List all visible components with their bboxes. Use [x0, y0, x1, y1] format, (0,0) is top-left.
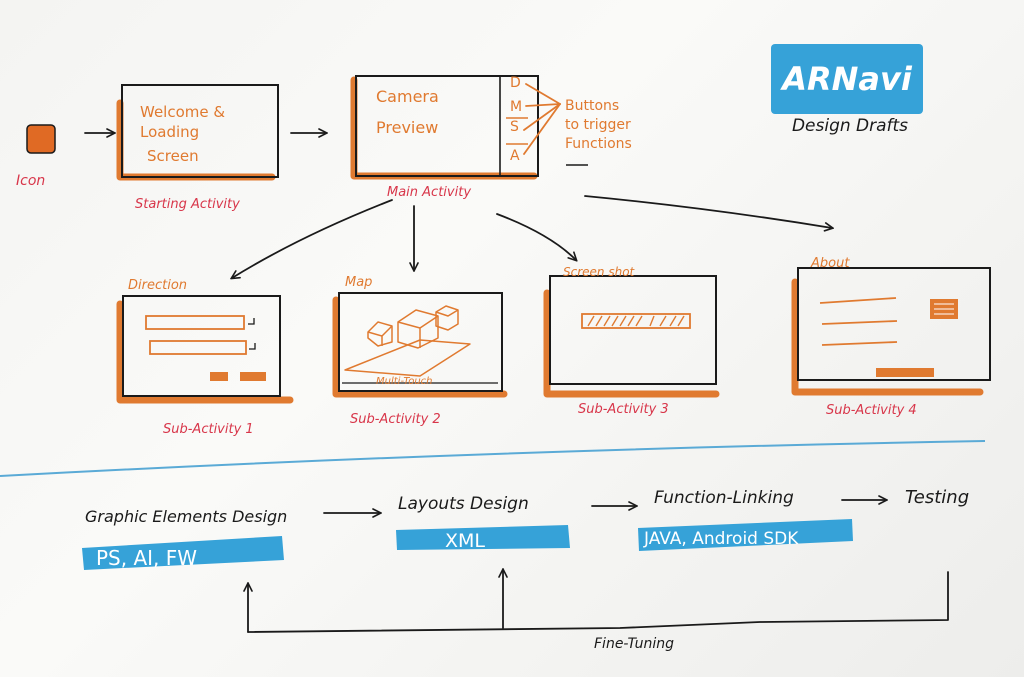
- step-testing: Testing: [905, 487, 969, 508]
- map-inner-label: Multi-Touch: [376, 376, 433, 387]
- main-button-m[interactable]: M: [510, 99, 522, 115]
- arrow-main-to-screenshot: [496, 213, 576, 260]
- icon-label: Icon: [16, 173, 45, 189]
- annotation-pointer-lines: [523, 83, 561, 155]
- tool-layouts-label: XML: [445, 530, 485, 552]
- sub-activity-direction-frame: [116, 295, 294, 404]
- main-caption: Main Activity: [387, 185, 471, 200]
- direction-caption: Sub-Activity 1: [163, 422, 254, 437]
- map-caption: Sub-Activity 2: [350, 412, 441, 427]
- tool-function-label: JAVA, Android SDK: [643, 529, 799, 549]
- tool-tag-layouts: XML: [396, 525, 570, 552]
- tool-graphics-label: PS, AI, FW: [96, 546, 197, 570]
- main-line-1: Camera: [376, 87, 439, 106]
- main-button-s[interactable]: S: [510, 119, 519, 135]
- tool-tag-function: JAVA, Android SDK: [638, 519, 853, 551]
- tool-tag-graphics: PS, AI, FW: [82, 536, 284, 570]
- sub-activity-screenshot-frame: [543, 275, 720, 398]
- logo-subtitle: Design Drafts: [792, 116, 908, 136]
- map-title: Map: [345, 275, 372, 290]
- main-line-2: Preview: [376, 118, 438, 137]
- main-button-a[interactable]: A: [510, 148, 520, 164]
- feedback-loop: [247, 571, 949, 633]
- step-layouts-design: Layouts Design: [398, 494, 529, 514]
- annotation-line-3: Functions: [565, 136, 632, 152]
- starting-line-3: Screen: [147, 147, 199, 165]
- feedback-label: Fine-Tuning: [594, 636, 674, 652]
- step-function-linking: Function-Linking: [654, 488, 794, 508]
- section-divider: [0, 440, 986, 477]
- about-caption: Sub-Activity 4: [826, 403, 917, 418]
- sub-activity-map-frame: [332, 292, 508, 398]
- starting-line-1: Welcome &: [140, 103, 225, 121]
- annotation-line-2: to trigger: [565, 117, 631, 133]
- app-icon: [26, 124, 56, 154]
- about-title: About: [810, 256, 850, 271]
- arrow-main-to-direction: [232, 199, 393, 278]
- direction-title: Direction: [128, 278, 187, 293]
- starting-line-2: Loading: [140, 123, 199, 141]
- annotation-line-1: Buttons: [565, 98, 619, 114]
- arnavi-logo: ARNavi: [771, 44, 923, 114]
- screenshot-caption: Sub-Activity 3: [578, 402, 669, 417]
- starting-caption: Starting Activity: [135, 197, 240, 212]
- arrow-main-to-about: [584, 195, 832, 228]
- main-activity-frame: [350, 75, 539, 180]
- main-button-d[interactable]: D: [510, 75, 521, 91]
- sub-activity-about-frame: [791, 267, 991, 396]
- screenshot-title: Screen shot: [563, 265, 636, 279]
- logo-title: ARNavi: [779, 60, 913, 98]
- step-graphic-design: Graphic Elements Design: [85, 507, 287, 526]
- starting-activity-frame: [116, 84, 279, 181]
